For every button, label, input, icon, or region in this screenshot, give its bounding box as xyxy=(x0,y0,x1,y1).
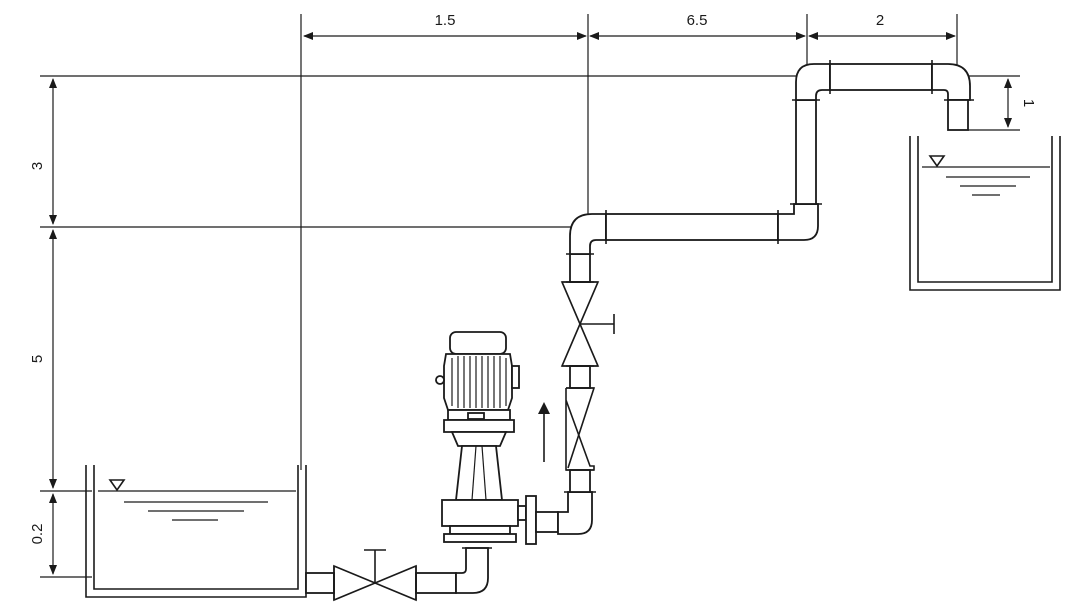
suction-pipe xyxy=(305,547,492,594)
dimension-label: 3 xyxy=(29,162,46,170)
dimension-vertical-0-2: 0.2 xyxy=(29,493,57,575)
gate-valve-icon xyxy=(333,564,417,602)
dimension-label: 1.5 xyxy=(435,12,456,29)
extension-lines xyxy=(40,14,1020,578)
upper-piping xyxy=(569,60,974,255)
dimension-label: 5 xyxy=(29,355,46,363)
pump xyxy=(435,331,537,545)
check-valve xyxy=(565,387,596,471)
dimension-horizontal-2: 2 xyxy=(808,12,956,40)
discharge-pipe xyxy=(535,253,596,535)
upper-tank xyxy=(909,136,1061,291)
dimension-vertical-5: 5 xyxy=(29,229,57,489)
water-level-triangle-icon xyxy=(108,479,126,492)
dimension-label: 1 xyxy=(1020,99,1037,107)
dimension-vertical-1: 1 xyxy=(1004,78,1037,128)
dimension-label: 0.2 xyxy=(29,524,46,545)
dimension-label: 2 xyxy=(876,12,884,29)
discharge-valve xyxy=(560,281,615,367)
flow-arrow xyxy=(538,402,550,462)
dimension-horizontal-6-5: 6.5 xyxy=(589,12,806,40)
arrow-up-icon xyxy=(538,402,550,414)
suction-valve xyxy=(333,549,417,602)
dimension-label: 6.5 xyxy=(687,12,708,29)
check-valve-icon xyxy=(566,387,596,469)
dimension-vertical-3: 3 xyxy=(29,78,57,225)
gate-valve-icon xyxy=(560,281,600,367)
lower-tank xyxy=(85,465,307,598)
water-level-triangle-icon xyxy=(928,155,946,168)
dimension-horizontal-1-5: 1.5 xyxy=(303,12,587,40)
